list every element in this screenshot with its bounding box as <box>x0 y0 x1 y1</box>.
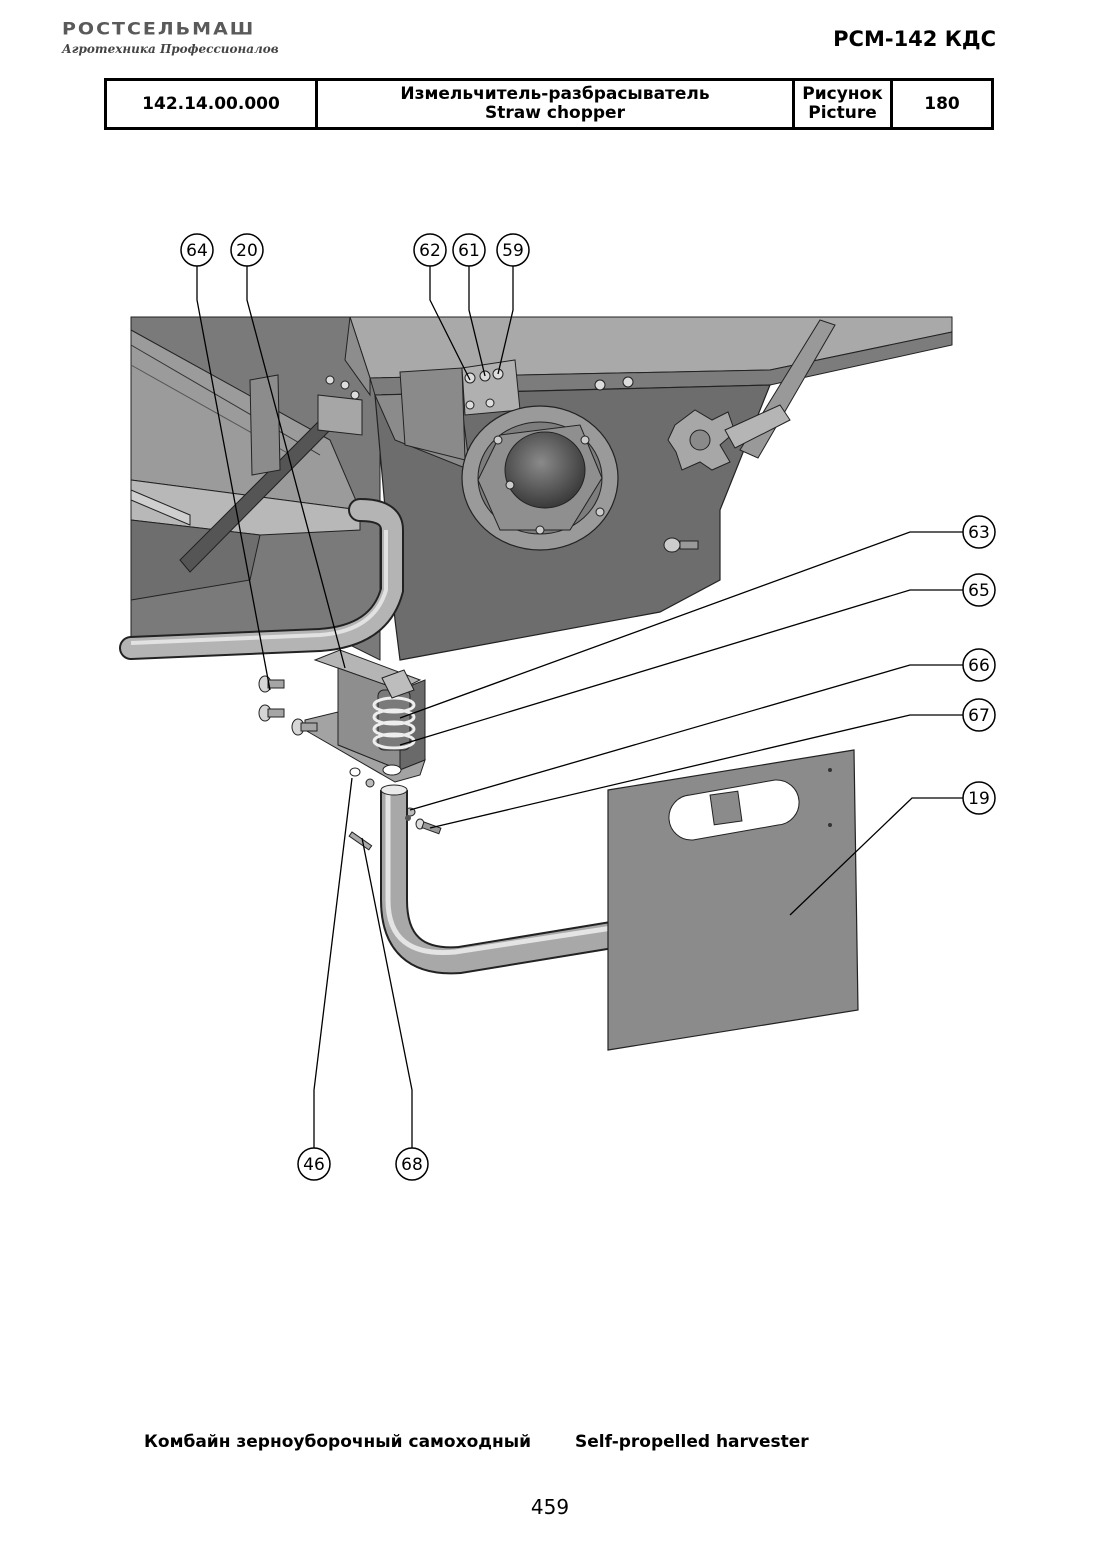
brand-tagline: Агротехника Профессионалов <box>62 42 279 56</box>
deflector-plate <box>607 749 859 1051</box>
callout-68-label: 68 <box>401 1155 423 1175</box>
callout-64: 64 <box>180 233 214 267</box>
picture-label: Рисунок Picture <box>795 81 893 127</box>
callout-67: 67 <box>962 698 996 732</box>
deflector-tube <box>380 784 615 975</box>
leader-lines <box>196 266 963 1148</box>
footer-caption-ru: Комбайн зерноуборочный самоходный <box>144 1432 532 1452</box>
callout-61: 61 <box>452 233 486 267</box>
callout-68: 68 <box>395 1147 429 1181</box>
callout-20: 20 <box>230 233 264 267</box>
assembly-name: Измельчитель-разбрасыватель Straw choppe… <box>318 81 795 127</box>
callout-19: 19 <box>962 781 996 815</box>
footer-caption-en: Self-propelled harvester <box>575 1432 809 1452</box>
picture-number-text: 180 <box>924 93 960 114</box>
callout-61-label: 61 <box>458 241 480 261</box>
brand-name: РОСТСЕЛЬМАШ <box>62 19 256 39</box>
callout-67-label: 67 <box>968 706 990 726</box>
upper-bent-tube <box>119 498 404 660</box>
callouts: 64 20 62 61 59 63 65 66 <box>180 233 996 1181</box>
callout-20-label: 20 <box>236 241 258 261</box>
callout-46-label: 46 <box>303 1155 325 1175</box>
page-number: 459 <box>530 1495 570 1519</box>
brand-logo: РОСТСЕЛЬМАШ Агротехника Профессионалов <box>62 18 279 56</box>
callout-19-label: 19 <box>968 789 990 809</box>
callout-65-label: 65 <box>968 581 990 601</box>
picture-label-ru: Рисунок <box>802 84 883 104</box>
callout-63: 63 <box>962 515 996 549</box>
picture-label-en: Picture <box>808 103 877 123</box>
callout-46: 46 <box>297 1147 331 1181</box>
assembly-name-ru: Измельчитель-разбрасыватель <box>400 84 710 104</box>
callout-66-label: 66 <box>968 656 990 676</box>
callout-63-label: 63 <box>968 523 990 543</box>
model-title: РСМ-142 КДС <box>833 27 996 51</box>
callout-62: 62 <box>413 233 447 267</box>
spring-bracket <box>304 649 426 783</box>
callout-66: 66 <box>962 648 996 682</box>
assembly-name-en: Straw chopper <box>485 103 625 123</box>
callout-59-label: 59 <box>502 241 524 261</box>
picture-number: 180 <box>893 81 991 127</box>
machine-body <box>130 316 953 661</box>
callout-59: 59 <box>496 233 530 267</box>
callout-64-label: 64 <box>186 241 208 261</box>
callout-65: 65 <box>962 573 996 607</box>
callout-62-label: 62 <box>419 241 441 261</box>
fasteners <box>258 675 442 851</box>
drawing-code: 142.14.00.000 <box>107 81 318 127</box>
title-block: 142.14.00.000 Измельчитель-разбрасывател… <box>104 78 994 130</box>
drawing-code-text: 142.14.00.000 <box>142 93 280 114</box>
